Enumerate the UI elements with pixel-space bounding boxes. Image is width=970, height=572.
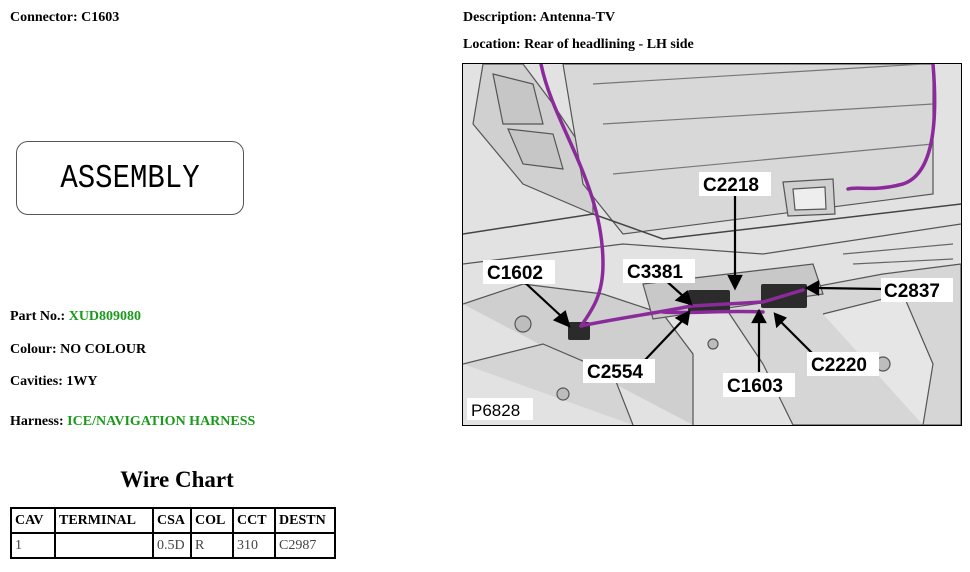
table-header-row: CAV TERMINAL CSA COL CCT DESTN <box>10 507 336 534</box>
callout-leaders <box>520 194 882 372</box>
part-no-label: Part No.: <box>10 309 66 324</box>
colour-value: NO COLOUR <box>60 342 147 357</box>
header-cav: CAV <box>10 507 56 534</box>
callout-c1603: C1603 <box>727 376 783 397</box>
part-no-line: Part No.: XUD809080 <box>10 309 141 325</box>
location-label: Location: <box>463 37 521 52</box>
cell-cav: 1 <box>10 532 56 559</box>
cell-destn: C2987 <box>274 532 336 559</box>
assembly-label: ASSEMBLY <box>60 159 200 198</box>
harness-link[interactable]: ICE/NAVIGATION HARNESS <box>67 414 256 429</box>
cell-terminal <box>54 532 154 559</box>
harness-wire <box>539 64 937 328</box>
cavities-label: Cavities: <box>10 374 63 389</box>
header-destn: DESTN <box>274 507 336 534</box>
colour-label: Colour: <box>10 342 57 357</box>
callout-c2220: C2220 <box>811 355 867 376</box>
assembly-box: ASSEMBLY <box>16 141 244 215</box>
harness-label: Harness: <box>10 414 64 429</box>
description-line: Description: Antenna-TV <box>463 10 615 26</box>
cavities-value: 1WY <box>66 374 98 389</box>
description-value: Antenna-TV <box>539 10 616 25</box>
colour-line: Colour: NO COLOUR <box>10 342 146 358</box>
diagram-svg: C2218 C1602 C3381 C2837 C2554 C2220 C160… <box>463 64 961 425</box>
table-row: 1 0.5D R 310 C2987 <box>10 532 336 559</box>
header-csa: CSA <box>152 507 192 534</box>
harness-line: Harness: ICE/NAVIGATION HARNESS <box>10 414 255 430</box>
callout-c2554: C2554 <box>587 362 643 383</box>
connector-line: Connector: C1603 <box>10 10 119 26</box>
header-terminal: TERMINAL <box>54 507 154 534</box>
location-diagram: C2218 C1602 C3381 C2837 C2554 C2220 C160… <box>462 63 962 426</box>
wire-chart-title: Wire Chart <box>120 467 234 492</box>
description-label: Description: <box>463 10 537 25</box>
connector-value: C1603 <box>81 10 120 25</box>
cavities-line: Cavities: 1WY <box>10 374 98 390</box>
part-no-link[interactable]: XUD809080 <box>68 309 142 324</box>
wire-chart-table: CAV TERMINAL CSA COL CCT DESTN 1 0.5D R … <box>10 507 336 559</box>
callout-c3381: C3381 <box>627 262 683 283</box>
connector-label: Connector: <box>10 10 78 25</box>
location-value: Rear of headlining - LH side <box>524 37 694 52</box>
cell-csa: 0.5D <box>152 532 192 559</box>
callout-labels: C2218 C1602 C3381 C2837 C2554 C2220 C160… <box>467 172 953 420</box>
header-cct: CCT <box>232 507 276 534</box>
header-col: COL <box>190 507 234 534</box>
callout-c2218: C2218 <box>703 175 759 196</box>
location-line: Location: Rear of headlining - LH side <box>463 37 694 53</box>
vehicle-body-illustration <box>463 64 961 425</box>
callout-c2837: C2837 <box>884 281 940 302</box>
cell-cct: 310 <box>232 532 276 559</box>
callout-c1602: C1602 <box>487 263 543 284</box>
cell-col: R <box>190 532 234 559</box>
diagram-reference: P6828 <box>471 401 520 420</box>
